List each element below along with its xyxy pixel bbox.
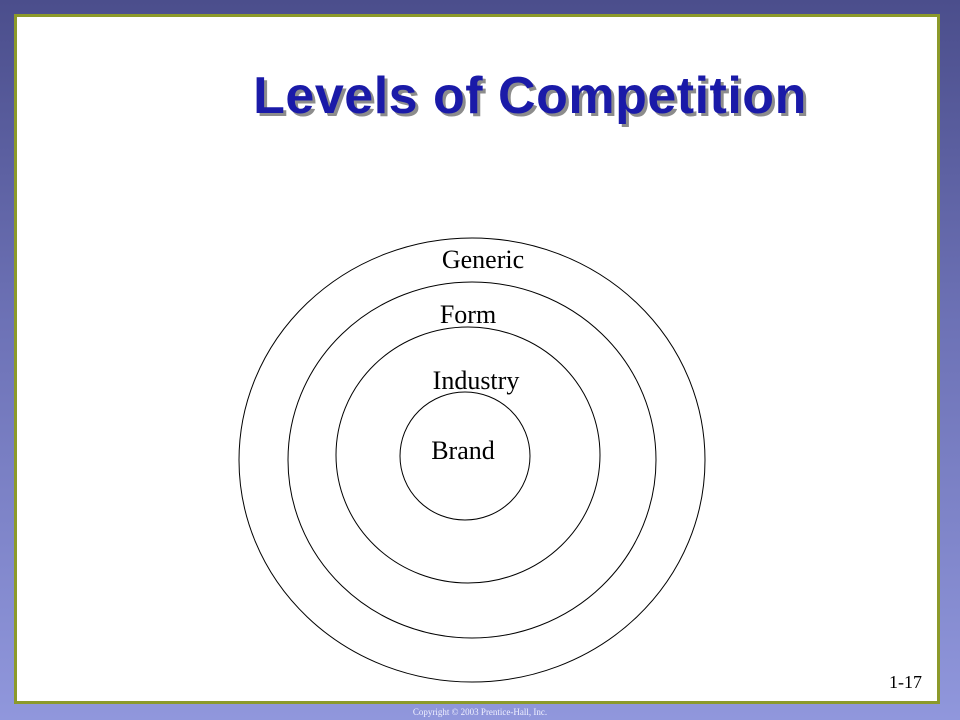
slide-canvas [14,14,940,704]
slide-title: Levels of Competition [253,67,807,125]
ring-label-generic: Generic [442,245,524,274]
ring-label-industry: Industry [433,366,520,395]
ring-brand [399,391,531,521]
ring-label-brand: Brand [431,436,495,465]
ring-label-form: Form [440,300,496,329]
copyright-notice: Copyright © 2003 Prentice-Hall, Inc. [412,707,548,717]
slide-number: 1-17 [889,672,922,692]
ring-form [287,281,657,639]
ring-industry [335,326,601,584]
ring-generic [238,237,706,683]
